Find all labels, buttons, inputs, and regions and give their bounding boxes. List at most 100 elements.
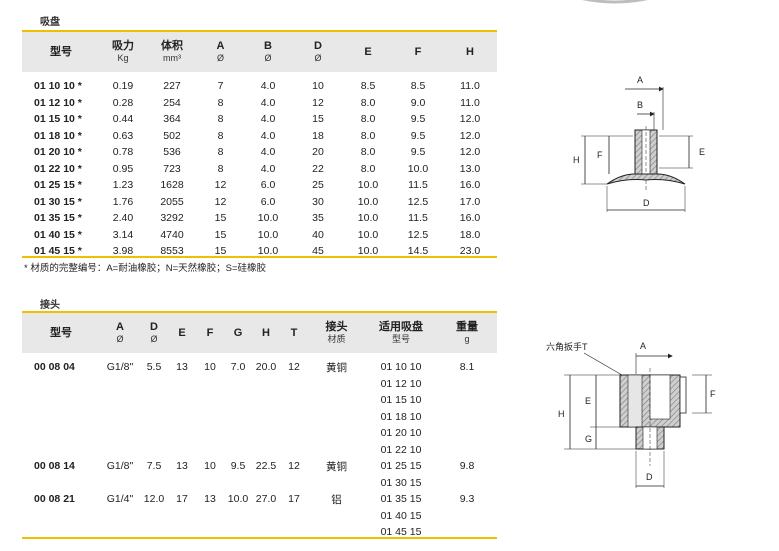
header-material: 接头材质 bbox=[308, 313, 365, 353]
table-cell bbox=[168, 409, 196, 426]
table-cell bbox=[308, 425, 365, 442]
table-top-rule bbox=[22, 311, 497, 313]
table-bottom-rule bbox=[22, 256, 497, 258]
table-cell: 01 45 15 * bbox=[34, 245, 82, 258]
dim-label-f: F bbox=[597, 150, 603, 160]
table-cell: 10.0 bbox=[257, 228, 279, 241]
table-cell: 00 08 21 bbox=[34, 493, 75, 506]
header-t: T bbox=[280, 313, 308, 353]
table-cell bbox=[168, 442, 196, 459]
table-cell: 01 30 15 * bbox=[34, 195, 82, 208]
header-g: G bbox=[224, 313, 252, 353]
table-cell: 12.0 bbox=[459, 129, 481, 142]
table-cell: 11.0 bbox=[460, 96, 480, 109]
table-cell: 23.0 bbox=[459, 245, 481, 258]
dim-label-d: D bbox=[646, 472, 653, 482]
table-cell bbox=[280, 475, 308, 492]
table-cell bbox=[22, 508, 100, 525]
table-cell bbox=[437, 508, 497, 525]
table-cell bbox=[308, 376, 365, 393]
table-cell: 12.0 bbox=[143, 493, 165, 506]
table-cell bbox=[224, 508, 252, 525]
table-cell bbox=[224, 442, 252, 459]
table-cell: 12 bbox=[214, 179, 227, 192]
table-cell: 8.0 bbox=[360, 96, 376, 109]
table-row: 01 30 15 bbox=[22, 475, 497, 492]
table-cell bbox=[100, 475, 140, 492]
table-cell: 20 bbox=[312, 146, 324, 159]
table-cell bbox=[140, 376, 168, 393]
table-cell bbox=[196, 376, 224, 393]
table-cell: 8 bbox=[217, 129, 224, 142]
dim-label-f: F bbox=[710, 389, 716, 399]
table-cell: 黄铜 bbox=[326, 460, 347, 473]
table-cell: 铝 bbox=[331, 493, 342, 506]
table-cell: 黄铜 bbox=[326, 361, 347, 374]
table-cell: 4.0 bbox=[260, 146, 276, 159]
suction-cup-drawing: A B H F E D bbox=[573, 75, 705, 212]
table-cell: 10.0 bbox=[357, 195, 379, 208]
table-cell: 01 15 10 bbox=[380, 394, 422, 407]
table-cell bbox=[280, 508, 308, 525]
table-cell: 01 25 15 * bbox=[34, 179, 82, 192]
table-cell bbox=[140, 508, 168, 525]
table-cell: 0.63 bbox=[112, 129, 134, 142]
table-cell: 8.0 bbox=[360, 113, 376, 126]
table-row: 01 18 10 bbox=[22, 409, 497, 426]
table-cell: 01 18 10 * bbox=[34, 129, 82, 142]
table-cell: 01 10 10 bbox=[380, 361, 422, 374]
table-cell: 10.0 bbox=[357, 245, 379, 258]
wrench-label: 六角扳手T bbox=[546, 341, 588, 352]
dim-label-a: A bbox=[637, 75, 643, 85]
table-cell: 11.5 bbox=[408, 179, 428, 192]
table-cell bbox=[140, 442, 168, 459]
table-cell bbox=[22, 442, 100, 459]
table-cell: 9.5 bbox=[410, 113, 426, 126]
table-cell: 8 bbox=[217, 96, 224, 109]
header-model: 型号 bbox=[22, 313, 100, 353]
table-cell bbox=[280, 376, 308, 393]
table-cell bbox=[140, 425, 168, 442]
table-cell: 10.0 bbox=[257, 245, 279, 258]
table-cell: 10.0 bbox=[257, 212, 279, 225]
table-cell bbox=[168, 475, 196, 492]
table-cell: 3.14 bbox=[112, 228, 134, 241]
table-cell: 18.0 bbox=[459, 228, 481, 241]
table-cell bbox=[224, 409, 252, 426]
table-cell: 8553 bbox=[160, 245, 184, 258]
table-cell bbox=[437, 475, 497, 492]
table-cell: 1.76 bbox=[112, 195, 134, 208]
table-cell: 10 bbox=[204, 361, 216, 374]
decorative-arc bbox=[582, 0, 648, 4]
table-cell bbox=[308, 392, 365, 409]
table-cell bbox=[437, 376, 497, 393]
table-cell: 16.0 bbox=[459, 212, 481, 225]
table-cell bbox=[437, 442, 497, 459]
table-cell: 22.5 bbox=[255, 460, 277, 473]
header-h: H bbox=[252, 313, 280, 353]
table-cell bbox=[224, 392, 252, 409]
table-cell bbox=[252, 475, 280, 492]
table-cell: 9.8 bbox=[459, 460, 475, 473]
table-cell bbox=[22, 475, 100, 492]
table-cell: 364 bbox=[163, 113, 181, 126]
table-cell: 01 12 10 bbox=[380, 377, 422, 390]
table-bottom-rule bbox=[22, 537, 497, 539]
header-model: 型号 bbox=[22, 32, 100, 72]
table-cell: 8.5 bbox=[360, 80, 376, 93]
table-cell bbox=[100, 442, 140, 459]
table-cell: 30 bbox=[312, 195, 324, 208]
table-cell bbox=[437, 409, 497, 426]
header-f: F bbox=[196, 313, 224, 353]
